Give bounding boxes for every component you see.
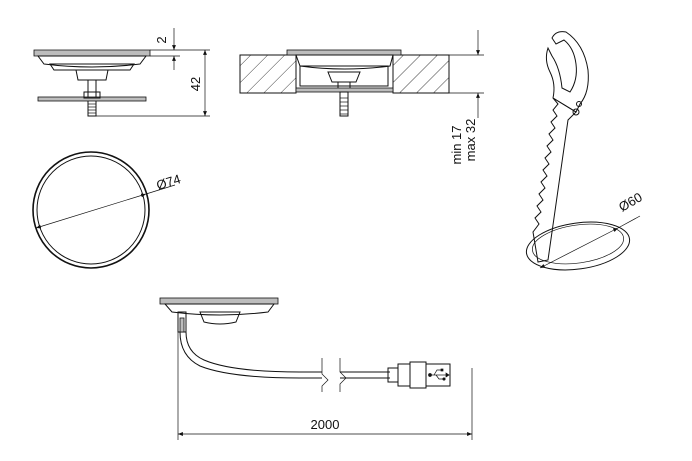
depth-min-dimension: min 17 <box>449 125 464 164</box>
diameter-74-dimension: Ø74 <box>154 171 182 193</box>
cable-length-dimension: 2000 <box>311 417 340 432</box>
cut-diameter-dimension: Ø60 <box>616 189 645 214</box>
jigsaw-illustration: Ø60 <box>525 31 645 271</box>
top-view: Ø74 <box>32 151 182 269</box>
usb-cable-view: 2000 <box>159 297 473 440</box>
usb-icon <box>428 368 450 381</box>
section-view: min 17 max 32 <box>239 30 484 165</box>
lip-thickness-dimension: 2 <box>154 36 169 43</box>
side-view: 2 42 <box>33 28 210 117</box>
height-dimension: 42 <box>188 77 203 91</box>
depth-max-dimension: max 32 <box>463 119 478 162</box>
